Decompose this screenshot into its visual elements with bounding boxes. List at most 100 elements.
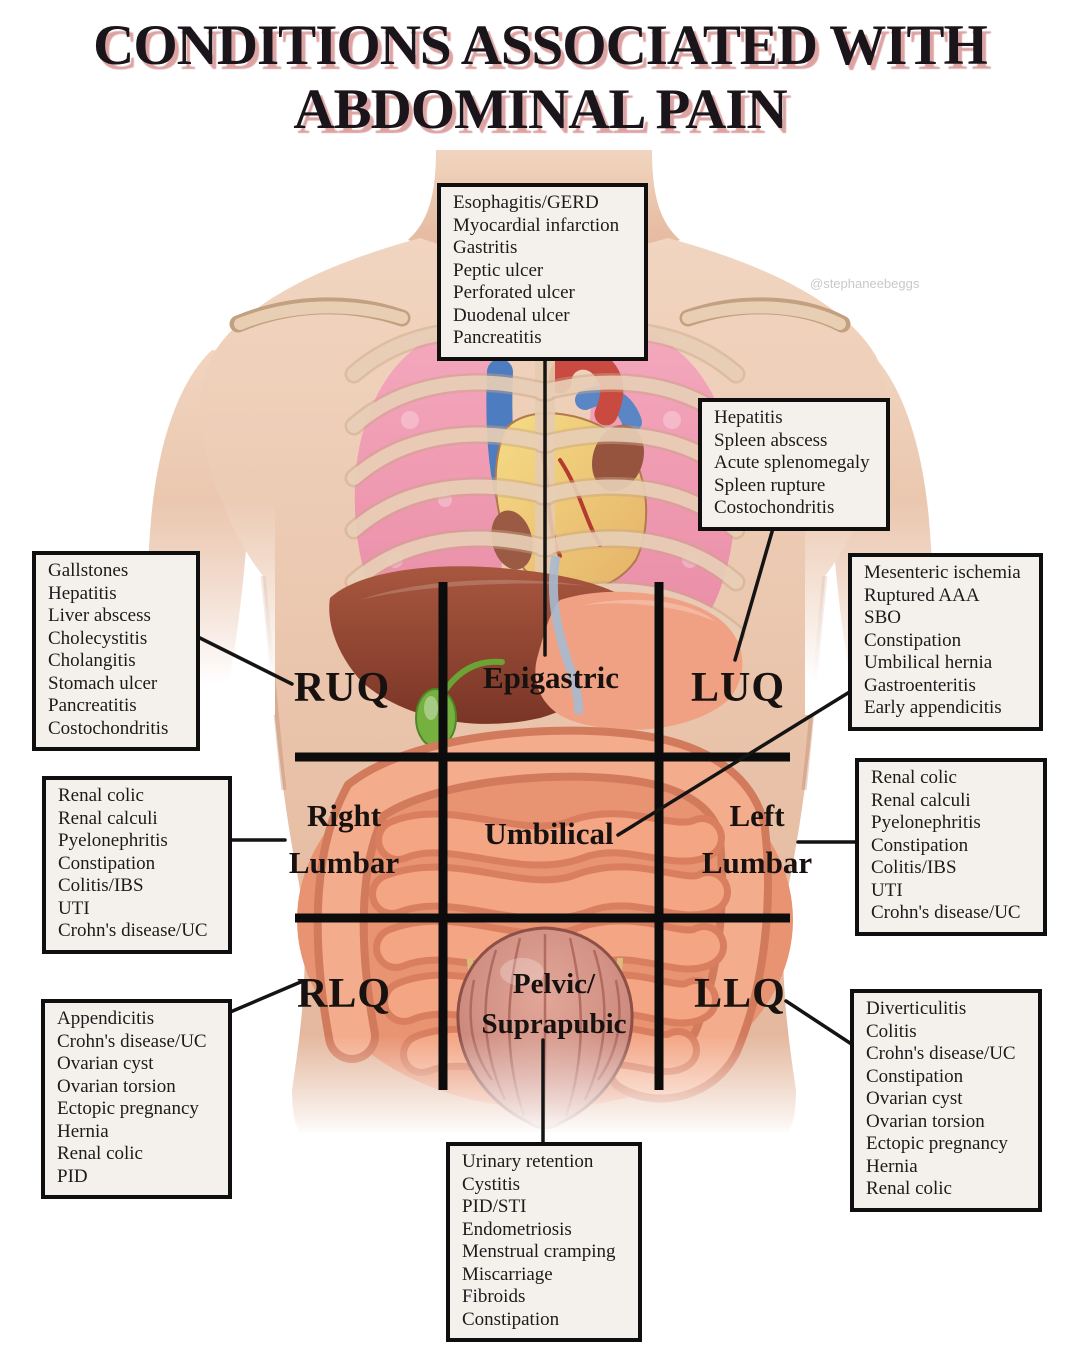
condition-item: Ruptured AAA: [864, 584, 980, 606]
connector-lines: [194, 338, 864, 1152]
condition-item: Constipation: [864, 629, 962, 651]
condition-item: Fibroids: [462, 1286, 526, 1307]
condition-item: UTI: [58, 897, 90, 919]
condition-item: Constipation: [58, 852, 156, 874]
region-label-luq: LUQ: [690, 665, 786, 711]
condition-item: Spleen abscess: [714, 429, 828, 451]
condition-item: Costochondritis: [714, 497, 835, 518]
condition-item: UTI: [871, 879, 903, 901]
region-label-pelvic-suprapubic: Pelvic/ Suprapubic: [481, 968, 627, 1040]
condition-item: Renal colic: [57, 1143, 143, 1164]
condition-item: Duodenal ulcer: [453, 304, 570, 326]
condition-item: Renal calculi: [871, 789, 971, 811]
condition-item: Crohn's disease/UC: [866, 1043, 1016, 1064]
region-label-right-lumbar: Right Lumbar: [288, 798, 400, 880]
condition-item: Pancreatitis: [48, 695, 137, 716]
region-label-umbilical: Umbilical: [484, 816, 614, 851]
condition-item: Renal colic: [58, 785, 144, 806]
condition-item: Renal colic: [871, 767, 957, 788]
condition-item: Constipation: [871, 834, 969, 856]
condition-item: Ectopic pregnancy: [57, 1098, 199, 1119]
condition-item: Hernia: [866, 1155, 918, 1177]
condition-item: Stomach ulcer: [48, 672, 158, 694]
region-label-llq: LLQ: [694, 971, 786, 1017]
condition-item: Endometriosis: [462, 1218, 572, 1240]
condition-item: Liver abscess: [48, 605, 151, 626]
condition-item: Constipation: [462, 1308, 560, 1330]
condition-item: Hernia: [57, 1120, 109, 1142]
condition-item: Crohn's disease/UC: [58, 920, 208, 941]
condition-item: Urinary retention: [462, 1151, 594, 1172]
condition-item: Ovarian cyst: [866, 1088, 963, 1109]
condition-item: Perforated ulcer: [453, 282, 575, 303]
condition-item: Ovarian torsion: [57, 1075, 176, 1097]
condition-item: Colitis/IBS: [58, 875, 144, 896]
condition-item: Mesenteric ischemia: [864, 562, 1021, 583]
region-grid-lines: [295, 582, 790, 1090]
condition-item: Appendicitis: [57, 1008, 155, 1029]
condition-item: Ectopic pregnancy: [866, 1133, 1008, 1154]
region-label-left-lumbar: Left Lumbar: [701, 798, 813, 880]
condition-item: Diverticulitis: [866, 998, 967, 1019]
vessel-strand: [548, 555, 583, 715]
condition-item: Early appendicitis: [864, 697, 1002, 718]
page-title: CONDITIONS ASSOCIATED WITH ABDOMINAL PAI…: [0, 14, 1080, 142]
condition-item: Cystitis: [462, 1173, 521, 1195]
title-line-1: CONDITIONS ASSOCIATED WITH: [93, 14, 988, 77]
condition-item: Renal colic: [866, 1178, 952, 1199]
region-label-epigastric: Epigastric: [482, 660, 620, 695]
condition-item: Hepatitis: [48, 582, 117, 604]
condition-item: Hepatitis: [714, 407, 783, 428]
condition-item: Menstrual cramping: [462, 1241, 616, 1262]
condition-item: Ovarian cyst: [57, 1053, 154, 1074]
condition-item: Colitis/IBS: [871, 857, 957, 878]
condition-item: Crohn's disease/UC: [57, 1030, 207, 1052]
condition-item: Gastroenteritis: [864, 674, 976, 696]
condition-item: Pyelonephritis: [871, 812, 981, 833]
condition-item: Myocardial infarction: [453, 214, 620, 236]
clavicle-bones: [229, 297, 851, 333]
condition-item: Ovarian torsion: [866, 1110, 985, 1132]
condition-item: Miscarriage: [462, 1263, 553, 1285]
condition-item: Cholangitis: [48, 650, 136, 671]
region-label-ruq: RUQ: [293, 665, 391, 711]
condition-item: Constipation: [866, 1065, 964, 1087]
condition-item: Spleen rupture: [714, 474, 826, 496]
condition-item: Acute splenomegaly: [714, 452, 870, 473]
condition-item: Costochondritis: [48, 717, 169, 739]
condition-item: PID: [57, 1165, 88, 1187]
condition-item: Umbilical hernia: [864, 652, 993, 673]
condition-item: Gallstones: [48, 560, 129, 581]
condition-item: Gastritis: [453, 237, 518, 258]
stomach: [535, 591, 743, 730]
region-label-rlq: RLQ: [296, 971, 392, 1017]
title-line-2: ABDOMINAL PAIN: [293, 78, 787, 141]
condition-item: Pyelonephritis: [58, 830, 168, 851]
condition-item: Pancreatitis: [453, 327, 542, 348]
condition-item: Peptic ulcer: [453, 259, 544, 281]
condition-item: Renal calculi: [58, 807, 158, 829]
condition-item: Crohn's disease/UC: [871, 902, 1021, 923]
condition-item: PID/STI: [462, 1196, 527, 1217]
condition-item: Esophagitis/GERD: [453, 192, 599, 213]
